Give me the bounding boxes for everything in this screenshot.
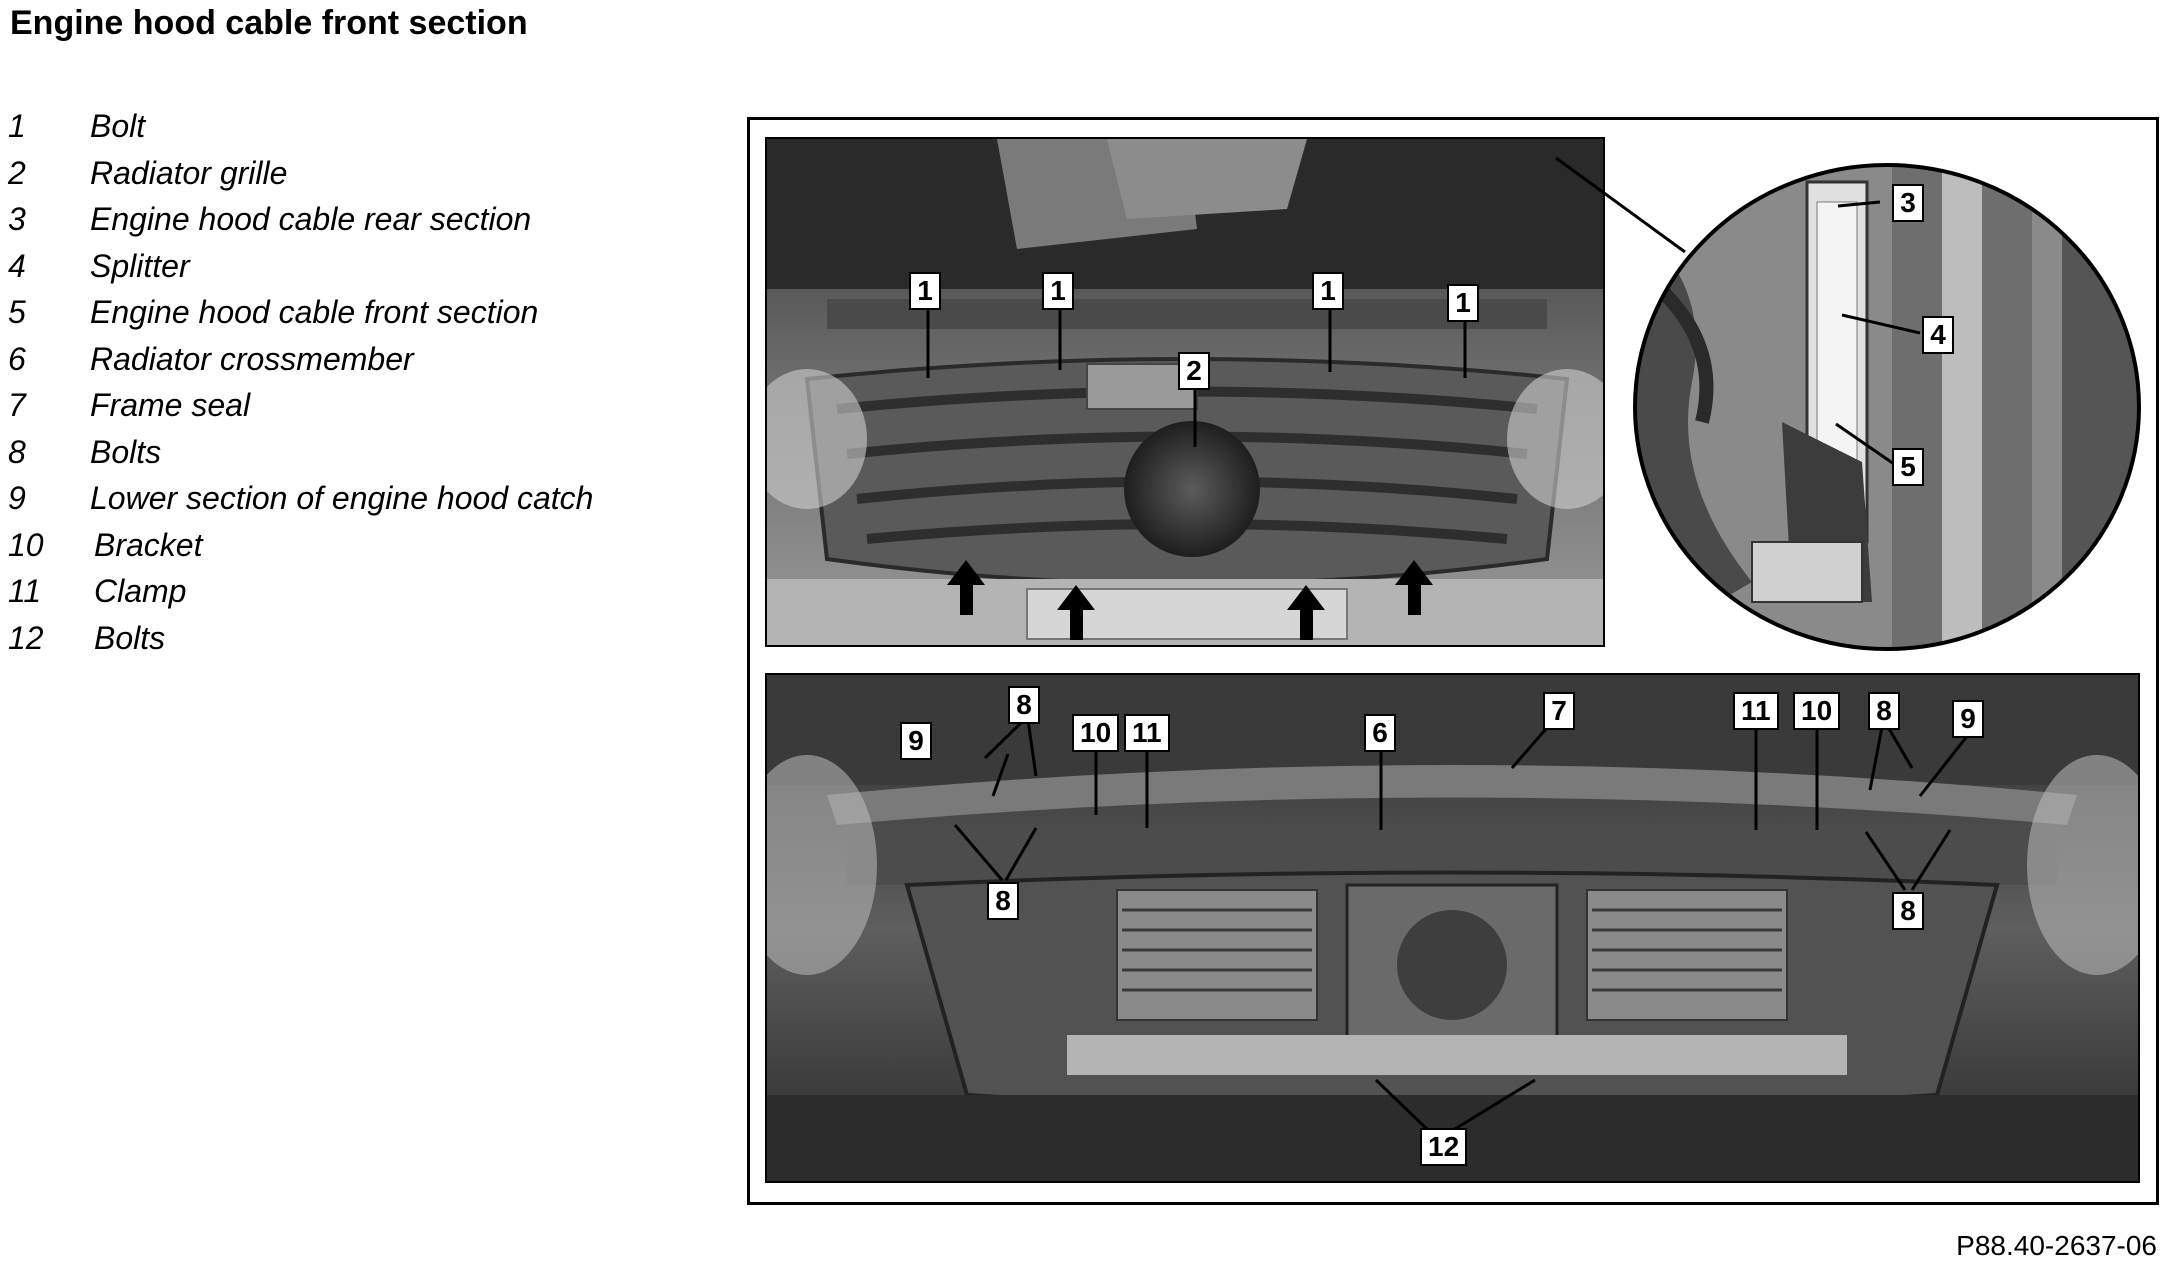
legend-item: 8 Bolts bbox=[8, 434, 698, 481]
legend-number: 9 bbox=[8, 480, 26, 516]
photo-radiator-crossmember bbox=[765, 673, 2140, 1183]
callout-bolts: 8 bbox=[1868, 692, 1900, 730]
legend-number: 12 bbox=[8, 619, 44, 656]
callout-cable-rear-section: 3 bbox=[1892, 184, 1924, 222]
legend-item: 2 Radiator grille bbox=[8, 155, 698, 202]
callout-splitter: 4 bbox=[1922, 316, 1954, 354]
legend-number: 5 bbox=[8, 294, 26, 330]
legend-number: 7 bbox=[8, 387, 26, 423]
legend-label: Engine hood cable front section bbox=[90, 294, 539, 330]
figure-reference: P88.40-2637-06 bbox=[1956, 1230, 2157, 1261]
callout-cable-front-section: 5 bbox=[1892, 448, 1924, 486]
callout-bracket: 10 bbox=[1793, 692, 1841, 730]
photo-detail-cable-splitter bbox=[1632, 162, 2142, 652]
callout-bracket: 10 bbox=[1072, 714, 1120, 752]
legend-item: 1 Bolt bbox=[8, 108, 698, 155]
legend-number: 3 bbox=[8, 201, 26, 237]
callout-bolts: 8 bbox=[987, 882, 1019, 920]
callout-bolt: 1 bbox=[909, 272, 941, 310]
legend-label: Radiator crossmember bbox=[90, 340, 414, 377]
legend-label: Bolts bbox=[94, 619, 166, 656]
callout-bolts: 8 bbox=[1008, 686, 1040, 724]
legend-label: Radiator grille bbox=[90, 154, 288, 191]
legend-label: Engine hood cable rear section bbox=[90, 201, 532, 237]
callout-bolt: 1 bbox=[1447, 284, 1479, 322]
legend-number: 8 bbox=[8, 433, 26, 470]
callout-clamp: 11 bbox=[1733, 692, 1779, 730]
callout-frame-seal: 7 bbox=[1543, 692, 1575, 730]
legend-number: 10 bbox=[8, 526, 44, 563]
legend-item: 11 Clamp bbox=[8, 573, 698, 620]
legend-label: Clamp bbox=[94, 573, 187, 609]
figure-frame bbox=[747, 117, 2159, 1205]
legend-item: 5 Engine hood cable front section bbox=[8, 294, 698, 341]
callout-radiator-grille: 2 bbox=[1178, 352, 1210, 390]
legend-item: 9 Lower section of engine hood catch bbox=[8, 480, 698, 527]
legend-label: Bolt bbox=[90, 108, 146, 144]
legend-label: Lower section of engine hood catch bbox=[90, 480, 594, 516]
legend-item: 12 Bolts bbox=[8, 620, 698, 667]
callout-clamp: 11 bbox=[1124, 714, 1170, 752]
callout-hood-catch: 9 bbox=[900, 722, 932, 760]
legend-number: 6 bbox=[8, 340, 26, 377]
legend-item: 4 Splitter bbox=[8, 248, 698, 295]
legend-label: Splitter bbox=[90, 247, 190, 284]
callout-bolt: 1 bbox=[1042, 272, 1074, 310]
callout-bolts: 12 bbox=[1420, 1128, 1468, 1166]
legend-label: Frame seal bbox=[90, 387, 251, 423]
callout-bolt: 1 bbox=[1312, 272, 1344, 310]
legend-item: 7 Frame seal bbox=[8, 387, 698, 434]
photo-front-grille bbox=[765, 137, 1605, 647]
callout-bolts: 8 bbox=[1892, 892, 1924, 930]
legend-item: 3 Engine hood cable rear section bbox=[8, 201, 698, 248]
legend-item: 10 Bracket bbox=[8, 527, 698, 574]
legend-number: 11 bbox=[8, 573, 42, 609]
page-title: Engine hood cable front section bbox=[10, 4, 528, 42]
legend-label: Bracket bbox=[94, 526, 203, 563]
callout-radiator-crossmember: 6 bbox=[1364, 714, 1396, 752]
legend-item: 6 Radiator crossmember bbox=[8, 341, 698, 388]
legend-label: Bolts bbox=[90, 433, 162, 470]
legend-number: 1 bbox=[8, 108, 26, 144]
legend-number: 4 bbox=[8, 247, 26, 284]
callout-hood-catch: 9 bbox=[1952, 700, 1984, 738]
legend-number: 2 bbox=[8, 154, 26, 191]
